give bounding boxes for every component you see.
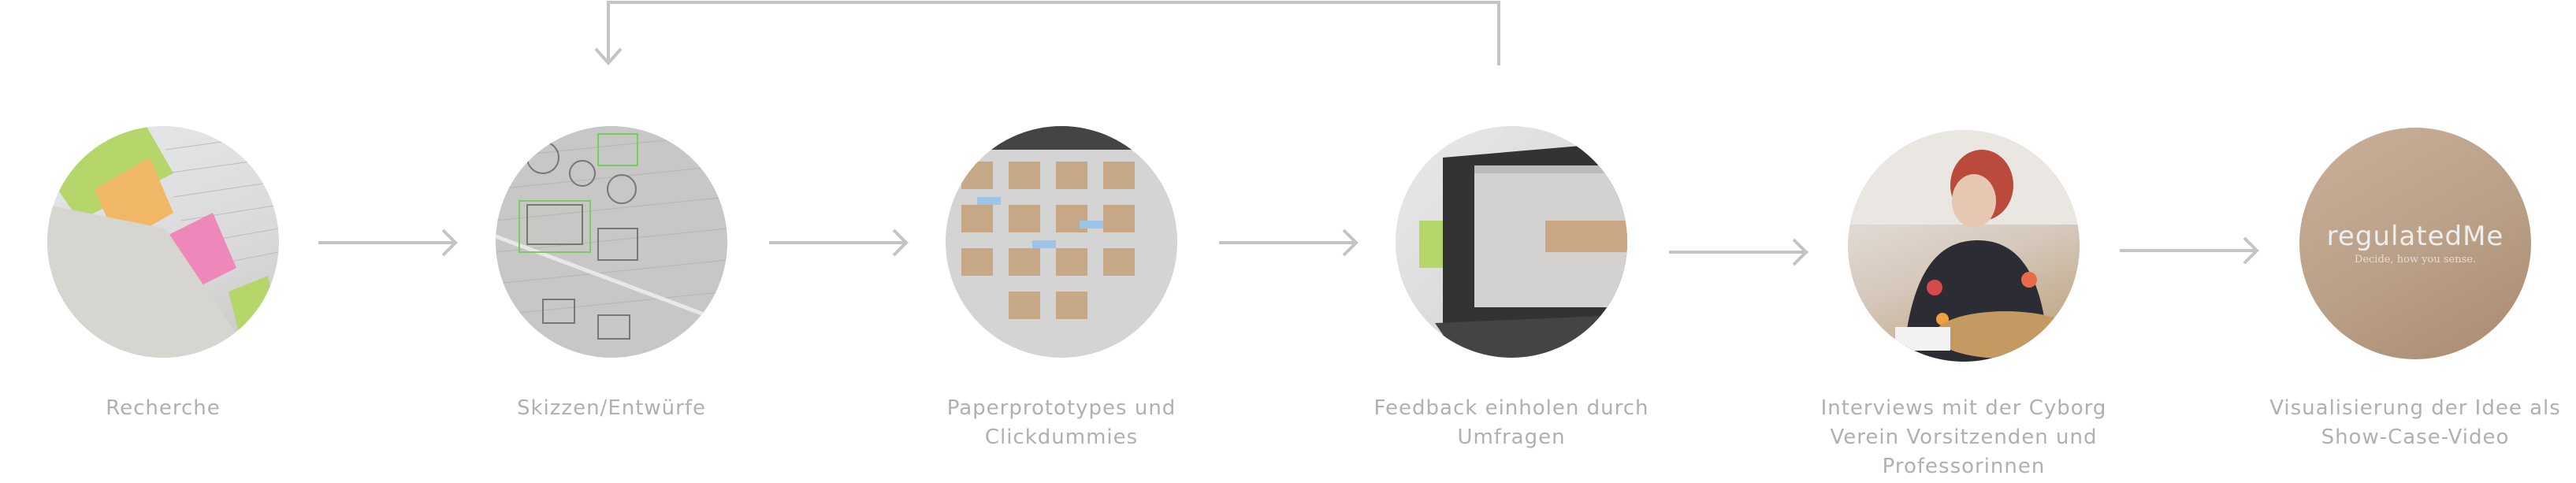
label-line: Interviews mit der Cyborg xyxy=(1820,396,2107,420)
label-line: Verein Vorsitzenden und xyxy=(1830,425,2098,449)
arrow-right-icon xyxy=(318,228,458,257)
step-image-sketches xyxy=(496,126,727,358)
step-image-survey xyxy=(1396,126,1627,358)
label-line: Feedback einholen durch xyxy=(1373,396,1649,420)
feedback-loop-arrow xyxy=(594,1,1500,66)
step-label-visualization: Visualisierung der Idee als Show-Case-Vi… xyxy=(2234,394,2576,452)
arrow-right-icon xyxy=(1219,228,1359,257)
step-label-clickdummies: Paperprototypes und Clickdummies xyxy=(880,394,1243,452)
step-image-clickdummies xyxy=(946,126,1177,358)
arrow-right-icon xyxy=(769,228,909,257)
step-image-logo: regulatedMe Decide, how you sense. xyxy=(2299,128,2531,359)
label-line: Paperprototypes und xyxy=(946,396,1176,420)
label-line: Show-Case-Video xyxy=(2321,425,2510,449)
arrow-right-icon xyxy=(1669,238,1808,266)
label-line: Clickdummies xyxy=(984,425,1139,449)
label-line: Skizzen/Entwürfe xyxy=(517,396,706,420)
step-label-sketches: Skizzen/Entwürfe xyxy=(430,394,793,423)
step-label-research: Recherche xyxy=(0,394,344,423)
label-line: Professorinnen xyxy=(1882,455,2046,478)
brand-logo: regulatedMe xyxy=(2326,221,2504,252)
step-image-research xyxy=(47,126,279,358)
label-line: Visualisierung der Idee als xyxy=(2269,396,2561,420)
label-line: Recherche xyxy=(106,396,221,420)
step-label-interviews: Interviews mit der Cyborg Verein Vorsitz… xyxy=(1782,394,2145,481)
brand-tagline: Decide, how you sense. xyxy=(2354,254,2477,266)
step-label-feedback: Feedback einholen durch Umfragen xyxy=(1330,394,1693,452)
label-line: Umfragen xyxy=(1457,425,1566,449)
step-image-interview xyxy=(1848,130,2080,362)
arrow-right-icon xyxy=(2120,236,2259,265)
